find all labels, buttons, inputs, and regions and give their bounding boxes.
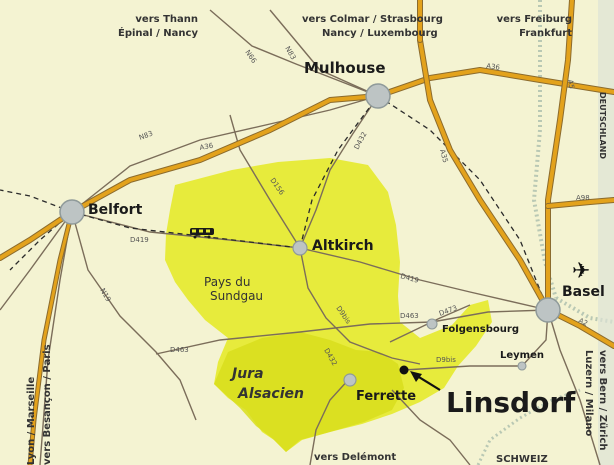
city-altkirch: Altkirch [312, 238, 374, 254]
belfort-node [59, 199, 85, 225]
dest-thann: vers Thann [135, 14, 198, 25]
ferrette-node [343, 373, 357, 387]
region-pays-line2: Sundgau [210, 289, 263, 303]
road-label-a2: A2 [577, 317, 589, 328]
road-label-d419-west: D419 [130, 236, 149, 244]
region-jura-line2: Alsacien [237, 386, 304, 402]
city-leymen: Leymen [500, 350, 544, 361]
dest-lyon: Lyon / Marseille [26, 377, 37, 465]
basel-node [535, 297, 561, 323]
city-linsdorf: Linsdorf [446, 386, 576, 419]
road-d463 [155, 309, 549, 355]
city-basel: Basel [562, 284, 605, 300]
airplane-icon: ✈ [572, 259, 590, 284]
border-switzerland-south [476, 388, 581, 465]
road-besancon [0, 211, 73, 311]
road-d419b-left [71, 211, 301, 249]
road-label-a36-east: A36 [486, 62, 501, 72]
road-label-d463-east: D463 [400, 312, 419, 320]
dest-colmar-sub: Nancy / Luxembourg [322, 28, 438, 39]
road-d432 [299, 95, 379, 249]
road-n66 [209, 9, 379, 97]
dest-thann-sub: Épinal / Nancy [118, 26, 198, 39]
road-ferrette [309, 377, 351, 465]
road-basel-south [547, 309, 601, 465]
arrow-icon [410, 371, 441, 391]
road-d156 [229, 114, 301, 249]
rail-altkirch-mulhouse [299, 95, 379, 249]
dest-lucerne: Luzern / Milano [583, 350, 594, 436]
secondary-roads [0, 9, 601, 465]
railways [0, 95, 549, 311]
road-d419-east [299, 247, 549, 311]
dest-freiburg-sub: Frankfurt [519, 28, 572, 39]
road-label-a5: A5 [566, 79, 575, 89]
city-mulhouse: Mulhouse [304, 59, 386, 77]
road-label-d463-west: D463 [170, 346, 189, 354]
road-n83-north [269, 9, 379, 97]
road-label-d9bis-east: D9bis [436, 356, 456, 364]
road-label-a36-west: A36 [199, 142, 214, 152]
leymen-node [517, 361, 527, 371]
dest-delemont: vers Delémont [314, 451, 396, 463]
dest-colmar: vers Colmar / Strasbourg [302, 14, 443, 25]
city-folgensbourg: Folgensbourg [442, 324, 519, 335]
city-belfort: Belfort [88, 202, 143, 218]
rail-belfort-altkirch [71, 211, 301, 249]
road-label-a98: A98 [576, 194, 590, 202]
city-ferrette: Ferrette [356, 389, 416, 404]
road-label-a35: A35 [438, 148, 449, 163]
road-n19 [71, 211, 197, 421]
dest-bern: vers Bern / Zürich [597, 350, 608, 451]
dest-freiburg: vers Freiburg [497, 14, 572, 25]
rail-belfort-west [0, 189, 73, 213]
train-icon [190, 228, 214, 239]
folgensbourg-node [426, 318, 438, 330]
road-south [391, 389, 471, 465]
region-pays-line1: Pays du [204, 275, 250, 289]
right-edge-band [598, 0, 614, 465]
country-germany: DEUTSCHLAND [598, 92, 607, 159]
jura-region [214, 332, 404, 452]
region-jura-line1: Jura [229, 366, 264, 382]
dest-besancon: vers Besançon / Paris [42, 344, 53, 465]
road-d473 [389, 304, 471, 343]
road-d9bis [299, 247, 421, 365]
mulhouse-node [365, 83, 391, 109]
altkirch-node [292, 240, 308, 256]
location-dot-icon [399, 365, 409, 375]
country-switzerland: SCHWEIZ [496, 454, 548, 465]
